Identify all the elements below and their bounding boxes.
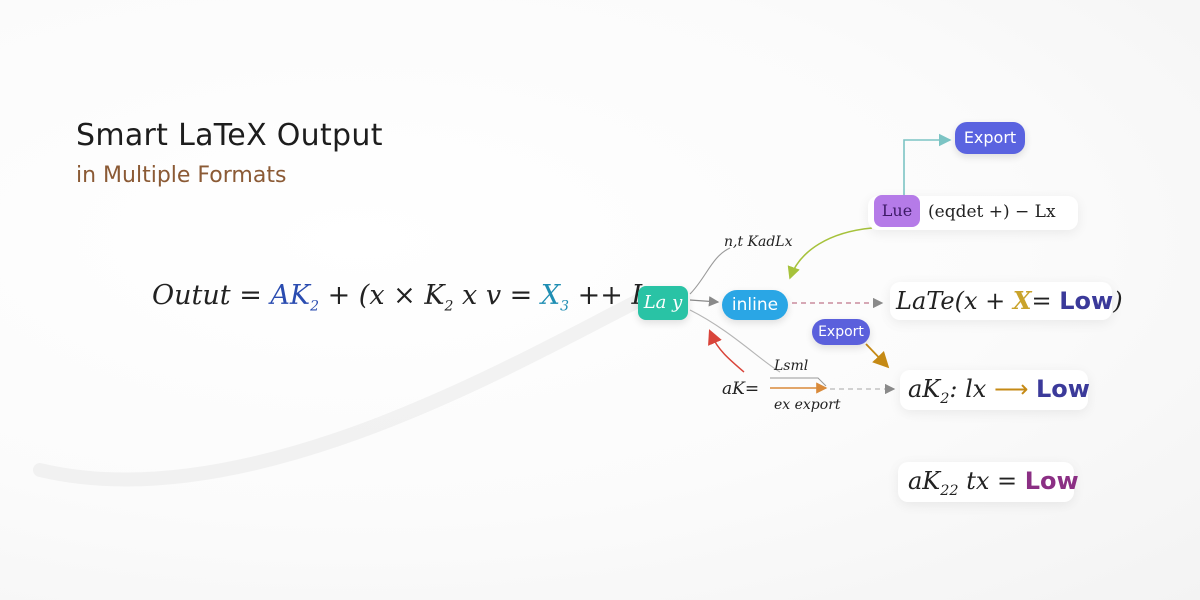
ak-mid: : lx (949, 375, 994, 403)
note-ex-export: ex export (774, 397, 841, 413)
link-to-export-top (903, 133, 952, 196)
export-button-top[interactable]: Export (955, 122, 1025, 154)
note-ak-eq: aK= (722, 379, 760, 399)
output-top-text: (eqdet +) − Lx (928, 202, 1056, 222)
eq-k-sub: 2 (444, 298, 454, 315)
latex-node[interactable]: La y (638, 286, 688, 320)
ak-prefix: aK (908, 375, 941, 403)
ak2-sub: 22 (940, 482, 959, 499)
main-equation: Outut = AK2 + (x × K2 x v = X3 ++ I → (152, 280, 673, 314)
eq-x: X (540, 280, 561, 311)
latex-prefix: LaTe(x + (896, 287, 1013, 315)
ak-arrow-icon: ⟶ (993, 375, 1029, 403)
page-subtitle: in Multiple Formats (76, 163, 287, 188)
latex-low: Low (1059, 287, 1114, 315)
eq-mid2: x v = (453, 280, 541, 311)
output-ak2-text: aK22 tx = Low (908, 467, 1079, 499)
eq-ak-sub: 2 (310, 298, 319, 315)
link-export-to-ak (865, 343, 890, 369)
latex-eq: = (1031, 287, 1060, 315)
latex-close: ) (1113, 287, 1123, 315)
output-card-top: Lue (eqdet +) − Lx (868, 195, 1078, 230)
link-red-feedback (708, 329, 745, 373)
eq-x-sub: 3 (560, 298, 570, 315)
inline-node[interactable]: inline (722, 290, 788, 320)
page-title: Smart LaTeX Output (76, 118, 383, 153)
ak-low: Low (1036, 375, 1090, 403)
output-ak-text: aK2: lx ⟶ Low (908, 375, 1090, 407)
eq-mid: + (x × K (319, 280, 445, 311)
lue-badge[interactable]: Lue (874, 195, 920, 227)
export-button-mid[interactable]: Export (812, 319, 870, 345)
eq-lhs: Outut = (152, 280, 271, 311)
note-lsml: Lsml (774, 358, 809, 374)
link-node-to-inline (689, 296, 720, 307)
ak2-prefix: aK (908, 467, 941, 495)
output-card-ak: aK2: lx ⟶ Low (900, 370, 1090, 410)
eq-ak: AK (270, 280, 311, 311)
latex-x: X (1012, 286, 1032, 315)
link-lue-to-node (787, 227, 873, 280)
ak2-mid: tx = (958, 467, 1025, 495)
ak2-low: Low (1024, 467, 1079, 495)
output-card-ak2: aK22 tx = Low (898, 462, 1079, 502)
ak-sub: 2 (940, 390, 950, 407)
note-kadlx: n,t KadLx (724, 234, 793, 250)
output-card-latex: LaTe(x + X= Low) (890, 282, 1123, 320)
output-latex-text: LaTe(x + X= Low) (896, 286, 1123, 315)
